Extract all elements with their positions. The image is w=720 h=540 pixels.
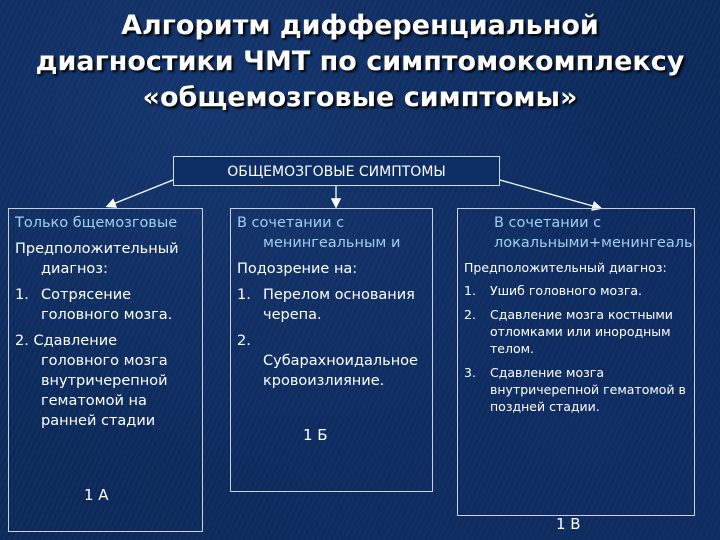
list-item: 1. Сотрясение головного мозга. [15,287,173,323]
left-column-code: 1 А [84,486,109,504]
right-diagnosis-list: 1. Ушиб головного мозга. 2. Сдавление мо… [464,282,688,415]
right-column-box: В сочетании с локальными+менингеальными … [457,208,695,516]
left-diagnosis-list: 1. Сотрясение головного мозга. 2. Сдавле… [15,285,196,431]
arrow-left [105,179,174,208]
list-item: 2. Субарахноидальное кровоизлияние. [237,333,418,389]
middle-column-label: Подозрение на: [237,261,358,277]
right-column-code: 1 В [556,515,581,533]
middle-column-code: 1 Б [303,426,328,444]
list-item: 2. Сдавление головного мозга внутричереп… [15,333,168,429]
left-column-box: Только бщемозговые Предположительный диа… [8,208,203,532]
middle-column-heading: В сочетании с менингеальным и [237,215,401,251]
list-item: 1. Перелом основания черепа. [237,287,415,323]
right-column-label: Предположительный диагноз: [464,260,667,275]
middle-diagnosis-list: 1. Перелом основания черепа. 2. Субарахн… [237,285,426,391]
slide-title: Алгоритм дифференциальной диагностики ЧМ… [35,10,685,113]
left-column-label: Предположительный диагноз: [15,241,179,277]
middle-column-box: В сочетании с менингеальным и Подозрение… [230,208,433,492]
list-item: 1. Ушиб головного мозга. [464,283,643,298]
list-item: 3. Сдавление мозга внутричерепной гемато… [464,365,686,414]
general-symptoms-box: ОБЩЕМОЗГОВЫЕ СИМПТОМЫ [173,156,500,186]
list-item: 2. Сдавление мозга костными отломками ил… [464,307,673,356]
arrow-right [499,179,603,211]
left-column-heading: Только бщемозговые [15,215,178,231]
